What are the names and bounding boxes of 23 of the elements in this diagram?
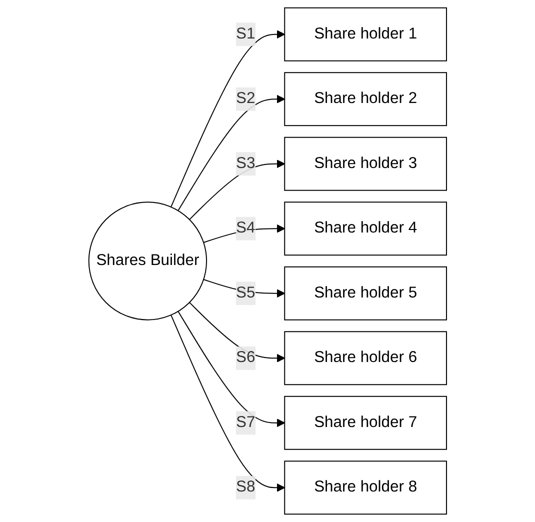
node-box: Share holder 5 xyxy=(284,266,447,320)
edge-label: S3 xyxy=(236,155,256,172)
arrow xyxy=(170,30,285,208)
node-box: Share holder 1 xyxy=(284,7,447,62)
edge-label: S2 xyxy=(236,90,256,107)
arrow xyxy=(177,94,285,212)
edge-label: S6 xyxy=(236,349,256,366)
node-box: Share holder 8 xyxy=(284,460,447,515)
node-circle: Shares Builder xyxy=(88,202,207,320)
arrow xyxy=(188,160,285,220)
node-box: Share holder 4 xyxy=(284,202,447,256)
arrow xyxy=(170,314,285,492)
node-box: Share holder 7 xyxy=(284,396,447,450)
edge-label: S4 xyxy=(236,220,256,236)
edge-label: S1 xyxy=(236,26,256,42)
edge-label: S8 xyxy=(236,478,256,496)
node-box: Share holder 2 xyxy=(284,72,447,126)
node-box: Share holder 6 xyxy=(284,331,447,386)
arrow xyxy=(177,310,285,428)
arrow xyxy=(188,302,285,362)
edge-label: S5 xyxy=(236,284,256,302)
node-box: Share holder 3 xyxy=(284,136,447,191)
edge-label: S7 xyxy=(236,414,256,431)
